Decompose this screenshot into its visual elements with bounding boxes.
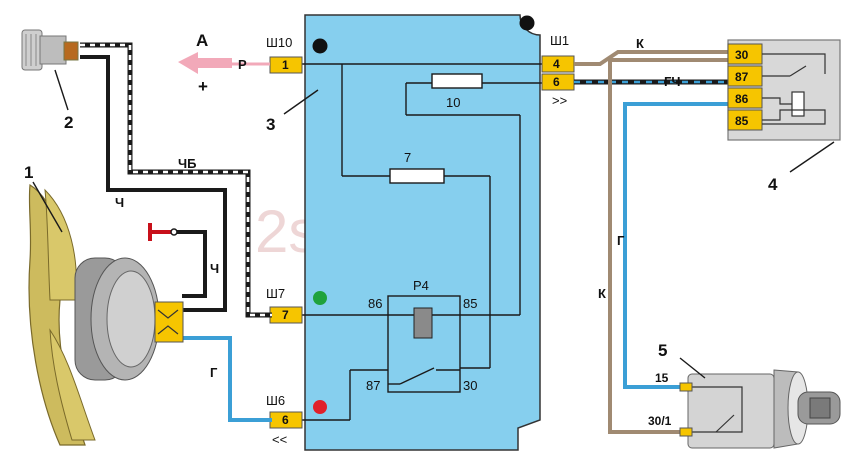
switch-pin-30-1: 30/1 — [648, 414, 672, 428]
fuse-10 — [431, 73, 483, 89]
connector-w7: 7 Ш7 — [266, 286, 303, 324]
connector-w1-label: Ш1 — [550, 33, 569, 48]
internal-circuit — [300, 63, 545, 421]
callout-3: 3 — [266, 115, 275, 134]
switch-pin-15: 15 — [655, 371, 669, 385]
wire-label-chb: ЧБ — [178, 156, 196, 171]
relay-p4-pin-86: 86 — [368, 296, 382, 311]
wire-k-switch — [608, 58, 728, 434]
svg-text:P: P — [238, 57, 247, 72]
relay-p4-pin-30: 30 — [463, 378, 477, 393]
svg-text:>>: >> — [552, 93, 567, 108]
relay-pin-30: 30 — [735, 48, 749, 62]
wire-label-k2: К — [598, 286, 606, 301]
svg-text:6: 6 — [282, 413, 289, 427]
svg-text:<<: << — [272, 432, 287, 447]
wire-label-ch2: Ч — [210, 261, 219, 276]
relay-p4-coil — [413, 307, 433, 339]
wire-ch-ground — [172, 230, 207, 298]
temperature-sensor — [21, 29, 79, 71]
wire-g-fan — [182, 336, 272, 422]
svg-text:1: 1 — [282, 58, 289, 72]
ignition-switch: 15 30/1 — [648, 369, 841, 449]
connector-w1: 4 6 Ш1 >> — [541, 33, 575, 108]
callout-2: 2 — [64, 113, 73, 132]
mount-hole-right — [519, 15, 535, 31]
cooling-fan — [28, 183, 184, 446]
relay-p4-pin-85: 85 — [463, 296, 477, 311]
wire-label-k1: К — [636, 36, 644, 51]
relay-pin-86: 86 — [735, 92, 749, 106]
wire-label-ch1: Ч — [115, 195, 124, 210]
svg-text:4: 4 — [553, 57, 560, 71]
fuse-7-label: 7 — [404, 150, 411, 165]
wire-label-g1: Г — [210, 365, 218, 380]
connector-w10-label: Ш10 — [266, 35, 292, 50]
relay-p4-frame — [387, 295, 461, 393]
wire-ch-sensor — [80, 55, 227, 312]
signal-arrow-a: A + P — [178, 31, 270, 96]
external-relay: 30 87 86 85 — [727, 39, 841, 141]
relay-pin-87: 87 — [735, 70, 749, 84]
fuse-10-label: 10 — [446, 95, 460, 110]
connector-w10: 1 Ш10 — [266, 35, 303, 74]
mount-hole-left — [312, 38, 328, 54]
callout-4: 4 — [768, 175, 778, 194]
relay-p4-contact — [399, 367, 435, 385]
svg-text:A: A — [196, 31, 208, 50]
relay-p4-name: Р4 — [413, 278, 429, 293]
svg-text:6: 6 — [553, 75, 560, 89]
red-indicator — [313, 400, 327, 414]
svg-text:+: + — [198, 77, 208, 96]
relay-p4-pin-87: 87 — [366, 378, 380, 393]
green-indicator — [313, 291, 327, 305]
callout-5: 5 — [658, 341, 667, 360]
wire-label-g2: Г — [617, 233, 625, 248]
callout-1: 1 — [24, 163, 33, 182]
wire-label-gch: ГЧ — [664, 74, 681, 89]
control-unit-body — [304, 14, 541, 451]
connector-w7-label: Ш7 — [266, 286, 285, 301]
connector-w6: 6 Ш6 << — [266, 393, 303, 447]
relay-pin-85: 85 — [735, 114, 749, 128]
fuse-7 — [389, 168, 445, 184]
wire-g-switch — [623, 102, 728, 389]
wire-chb — [80, 42, 272, 318]
svg-text:7: 7 — [282, 308, 289, 322]
connector-w6-label: Ш6 — [266, 393, 285, 408]
